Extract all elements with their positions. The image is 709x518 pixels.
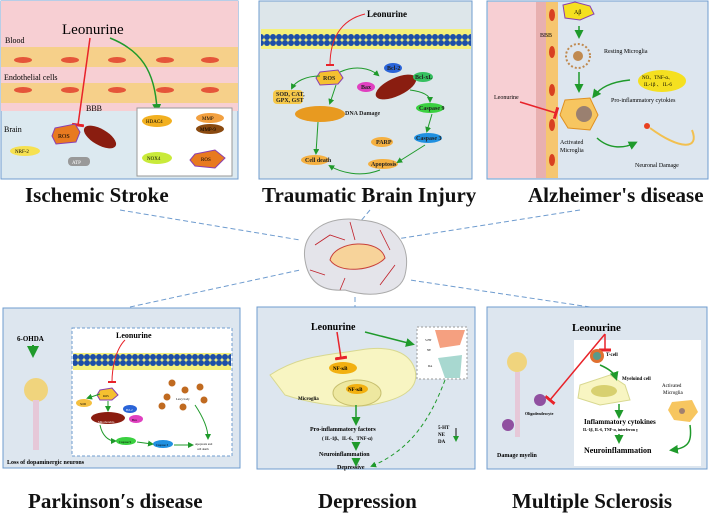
sod-label: SOD [80, 402, 87, 406]
title-alzheimers: Alzheimer's disease [528, 183, 704, 207]
atp-label: ATP [72, 161, 81, 166]
antioxidants-label-2: GPX, GST [276, 98, 304, 104]
dep-microglia-label: Microglia [298, 397, 319, 402]
ischemic-drug-label: Leonurine [62, 22, 124, 38]
factors-list-label: ( IL-1β、IL-6、TNF-α) [322, 437, 373, 442]
mmp9-label: MMP-9 [200, 128, 216, 133]
pd-ros-label: ROS [103, 394, 109, 398]
pd-caspase9-label: Caspase 9 [119, 440, 132, 444]
nfkb-nuclear-label: NF-κB [348, 388, 363, 393]
blood-label: Blood [5, 36, 25, 45]
ms-drug-label: Leonurine [572, 322, 621, 334]
endothelial-label: Endothelial cells [4, 73, 58, 82]
brain-label: Brain [4, 125, 22, 134]
brain-illustration [304, 218, 407, 295]
title-parkinsons: Parkinson′s disease [28, 489, 203, 513]
panel-parkinsons: 6-OHDA Leonurine ROS SOD Mitochondria Bc… [2, 307, 241, 469]
da-label: DA [438, 440, 446, 445]
hdac4-label: HDAC4 [146, 120, 163, 125]
bbb-label: BBB [86, 104, 102, 113]
title-traumatic-brain-injury: Traumatic Brain Injury [262, 183, 477, 207]
panel-traumatic-brain-injury: Leonurine ROS SOD, CAT, GPX, GST DNA Dam… [258, 0, 473, 180]
6-ohda-label: 6-OHDA [17, 335, 44, 343]
oligodendrocyte-label: Oligodendrocyte [525, 411, 554, 416]
nfkb-label: NF-κB [333, 367, 348, 372]
bclxl-label: Bcl-xL [415, 75, 432, 81]
pd-drug-label: Leonurine [116, 331, 152, 340]
cell-death-label: Cell death [305, 158, 332, 164]
resting-microglia-label: Resting Microglia [604, 49, 648, 55]
nox4-label: NOX4 [147, 157, 161, 162]
cytokines-label-1: NO、TNF-α、 [642, 76, 673, 81]
ms-activated-label-2: Microglia [663, 391, 683, 396]
bcl2-label: Bcl-2 [387, 66, 400, 72]
ms-activated-label-1: Activated [662, 384, 682, 389]
dep-ne-label: NE [427, 348, 431, 352]
depressive-label: Depressive [337, 465, 365, 471]
pd-apoptosis-label-1: Apoptosis and [195, 442, 213, 446]
pd-bcl2-label: Bcl-2 [126, 408, 133, 412]
tbi-drug-label: Leonurine [367, 9, 407, 19]
bax-label: Bax [361, 85, 371, 91]
activation-arrows [291, 67, 433, 175]
connector-lines [119, 209, 591, 308]
lewy-body-label: Lewy body [176, 397, 190, 401]
apoptosis-label: Apoptosis [371, 162, 397, 168]
panel-alzheimers: BBB Aβ Resting Microglia NO、TNF-α、 IL-1β… [486, 0, 709, 180]
title-multiple-sclerosis: Multiple Sclerosis [512, 489, 672, 513]
ms-neuroinflammation-label: Neuroinflammation [584, 446, 652, 455]
pd-apoptosis-label-2: cell death [197, 447, 209, 451]
cytokines-list-label: IL-1β, IL-6, TNF-α, interferon γ [583, 427, 638, 432]
abeta-label: Aβ [574, 10, 581, 16]
dna-damage-label: DNA Damage [345, 111, 380, 117]
ros2-label: ROS [201, 158, 211, 163]
ad-bbb-label: BBB [540, 33, 552, 39]
damage-myelin-label: Damage myelin [497, 453, 537, 459]
mmp-label: MMP [202, 117, 214, 122]
neuronal-damage-label: Neuronal Damage [635, 163, 679, 169]
panel-multiple-sclerosis: Leonurine Oligodendrocyte Damage myelin … [486, 306, 708, 470]
dep-da-label: DA [428, 364, 433, 368]
caspase9-label: Caspase 9 [419, 106, 445, 112]
activated-label-2: Microglia [560, 148, 584, 154]
pro-inflammatory-factors-label: Pro-inflammatory factors [310, 427, 376, 433]
loss-of-neurons-label: Loss of dopaminergic neurons [7, 460, 85, 466]
dep-neuroinflammation-label: Neuroinflammation [319, 452, 370, 458]
parp-label: PARP [376, 140, 392, 146]
pro-inflammatory-label: Pro-inflammatory cytokies [611, 97, 676, 104]
inhibit-arrow [325, 13, 366, 67]
ne-label: NE [438, 433, 446, 438]
title-depression: Depression [318, 489, 417, 513]
dep-5ht-label: 5-HT [425, 338, 432, 342]
title-ischemic-stroke: Ischemic Stroke [25, 183, 169, 207]
activated-label-1: Activated [560, 140, 583, 146]
dep-drug-label: Leonurine [311, 322, 356, 333]
pd-caspase3-label: Caspase 3 [156, 443, 169, 447]
activation-arrows [574, 26, 638, 150]
ros-label: ROS [58, 134, 70, 140]
cytokines-label-2: IL-1β 、 IL-6 [644, 83, 672, 88]
mitochondria-label: Mitochondria [98, 420, 115, 424]
activate-arrow [109, 37, 162, 113]
tbi-ros-label: ROS [323, 76, 336, 82]
tcell-label: T-cell [606, 353, 618, 358]
pd-bax-label: Bax [132, 418, 137, 422]
5ht-label: 5-HT [438, 426, 450, 431]
nrf2-label: NRF-2 [15, 150, 29, 155]
antioxidants-label: SOD, CAT, [276, 92, 305, 98]
inflammatory-cytokines-label: Inflammatory cytokines [584, 418, 656, 426]
ad-drug-label: Leonurine [494, 95, 519, 101]
myeloid-cell-label: Myeloind cell [622, 377, 651, 382]
panel-ischemic-stroke: Leonurine Blood Endothelial cells BBB Br… [0, 0, 239, 180]
panel-depression: Leonurine NF-κB NF-κB Microglia 5-HT NE … [256, 306, 476, 471]
caspase3-label: Caspase 3 [416, 136, 442, 142]
inhibit-arrow [519, 101, 560, 120]
inhibit-arrow [71, 37, 91, 128]
